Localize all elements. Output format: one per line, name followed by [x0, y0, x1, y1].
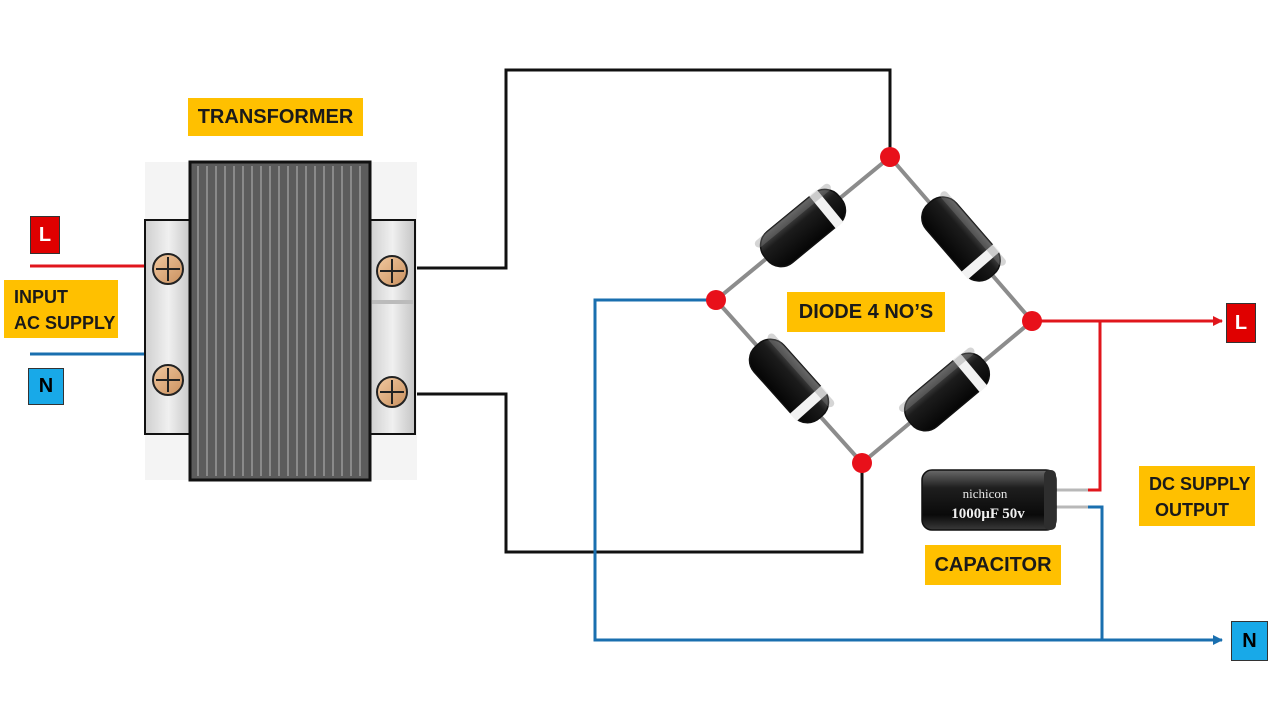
transformer-label: TRANSFORMER	[188, 98, 363, 136]
diode-label: DIODE 4 NO’S	[787, 292, 945, 332]
diode-bridge	[706, 147, 1042, 473]
input-wires	[30, 264, 145, 356]
input-live-tag: L	[30, 216, 60, 254]
capacitor-label-text: CAPACITOR	[934, 553, 1052, 576]
capacitor-rating-text: 1000µF 50v	[951, 506, 1025, 522]
bridge-node-left	[706, 290, 726, 310]
secondary-wire-top	[415, 68, 892, 270]
capacitor-brand-text: nichicon	[963, 486, 1008, 501]
secondary-wires	[415, 68, 892, 554]
output-neutral-tag: N	[1231, 621, 1268, 661]
input-ac-supply-label: INPUT AC SUPPLY	[4, 280, 118, 338]
output-live-tag: L	[1226, 303, 1256, 343]
diode-top-right	[921, 191, 1006, 282]
input-neutral-tag: N	[28, 368, 64, 405]
input-label-line2: AC SUPPLY	[14, 313, 116, 333]
transformer-laminations	[197, 166, 361, 476]
input-label-line1: INPUT	[14, 287, 68, 307]
capacitor: nichicon 1000µF 50v	[921, 469, 1088, 531]
secondary-wire-bottom	[415, 392, 864, 554]
dc-label-line2: OUTPUT	[1155, 500, 1229, 520]
output-wires	[593, 298, 1223, 645]
bridge-node-right	[1022, 311, 1042, 331]
diode-top-left	[754, 183, 847, 268]
dc-positive-tap-wire	[1086, 321, 1102, 492]
dc-negative-tap-wire	[1086, 505, 1104, 640]
transformer	[144, 160, 417, 482]
dc-supply-output-label: DC SUPPLY OUTPUT	[1139, 466, 1255, 526]
dc-negative-wire	[593, 298, 1223, 645]
bridge-node-bottom	[852, 453, 872, 473]
capacitor-label: CAPACITOR	[925, 545, 1061, 585]
screw-terminal-right-top	[376, 255, 408, 287]
transformer-left-bracket	[144, 219, 193, 435]
screw-terminal-right-bottom	[376, 376, 408, 408]
screw-terminal-left-top	[152, 253, 184, 285]
diode-label-text: DIODE 4 NO’S	[798, 300, 934, 323]
dc-label-line1: DC SUPPLY	[1149, 474, 1251, 494]
transformer-label-text: TRANSFORMER	[197, 105, 354, 128]
screw-terminal-left-bottom	[152, 364, 184, 396]
diode-bottom-right	[898, 347, 991, 432]
bridge-node-top	[880, 147, 900, 167]
diode-bottom-left	[748, 333, 835, 424]
